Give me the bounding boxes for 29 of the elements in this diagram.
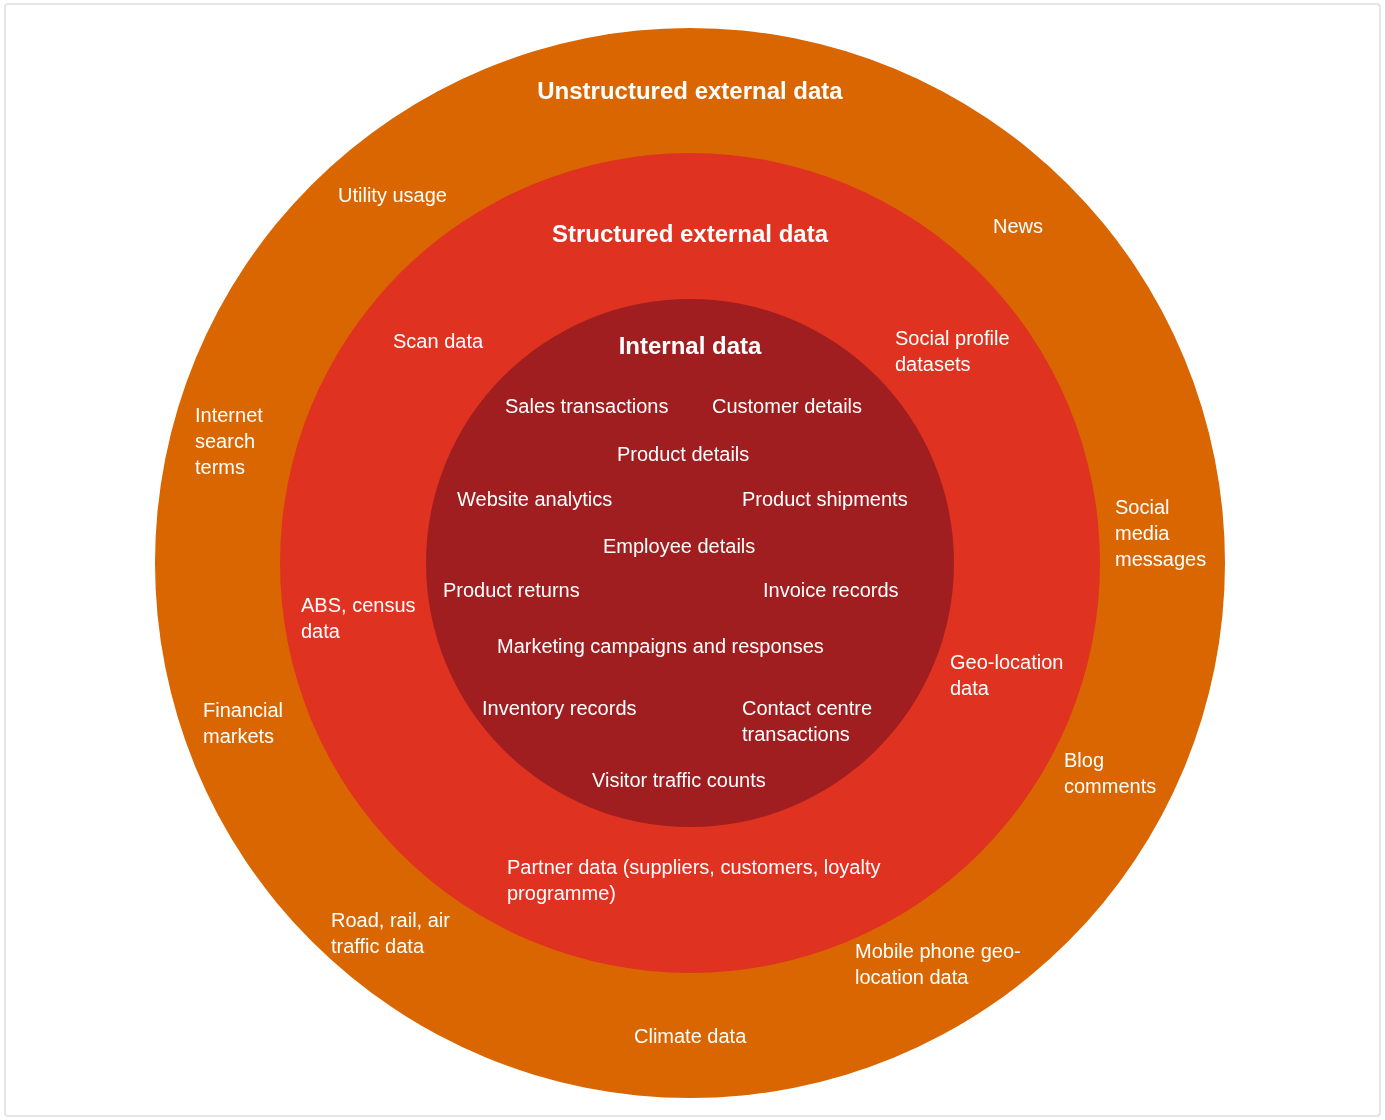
data-source-label: Marketing campaigns and responses xyxy=(497,634,824,659)
data-source-label: Road, rail, air traffic data xyxy=(331,908,451,959)
data-source-label: Invoice records xyxy=(763,578,899,603)
data-source-label: Customer details xyxy=(712,394,863,419)
data-source-label: Visitor traffic counts xyxy=(592,768,766,793)
data-source-label: Employee details xyxy=(603,534,756,559)
data-source-label: Product details xyxy=(617,442,750,467)
data-source-label: Blog comments xyxy=(1064,748,1158,799)
data-source-label: Mobile phone geo-location data xyxy=(855,939,1022,990)
data-source-label: Financial markets xyxy=(203,698,285,749)
ring-heading: Unstructured external data xyxy=(536,76,844,106)
ring-heading: Internal data xyxy=(617,331,763,361)
data-source-label: Geo-location data xyxy=(950,650,1065,701)
data-source-label: Social profile datasets xyxy=(895,326,1011,377)
data-source-label: Climate data xyxy=(634,1024,747,1049)
data-source-label: Partner data (suppliers, customers, loyalty programme) xyxy=(507,855,882,906)
data-source-label: ABS, census data xyxy=(301,593,417,644)
data-source-label: Product shipments xyxy=(742,487,908,512)
data-source-label: Social media messages xyxy=(1115,495,1208,572)
data-source-label: Website analytics xyxy=(457,487,613,512)
data-source-label: Sales transactions xyxy=(505,394,669,419)
data-source-label: Internet search terms xyxy=(195,403,264,480)
ring-heading: Structured external data xyxy=(550,219,830,249)
data-source-label: News xyxy=(993,214,1043,239)
data-source-label: Scan data xyxy=(393,329,484,354)
data-source-label: Contact centre transactions xyxy=(742,696,874,747)
data-source-label: Utility usage xyxy=(338,183,447,208)
data-source-label: Product returns xyxy=(443,578,580,603)
data-source-label: Inventory records xyxy=(482,696,637,721)
